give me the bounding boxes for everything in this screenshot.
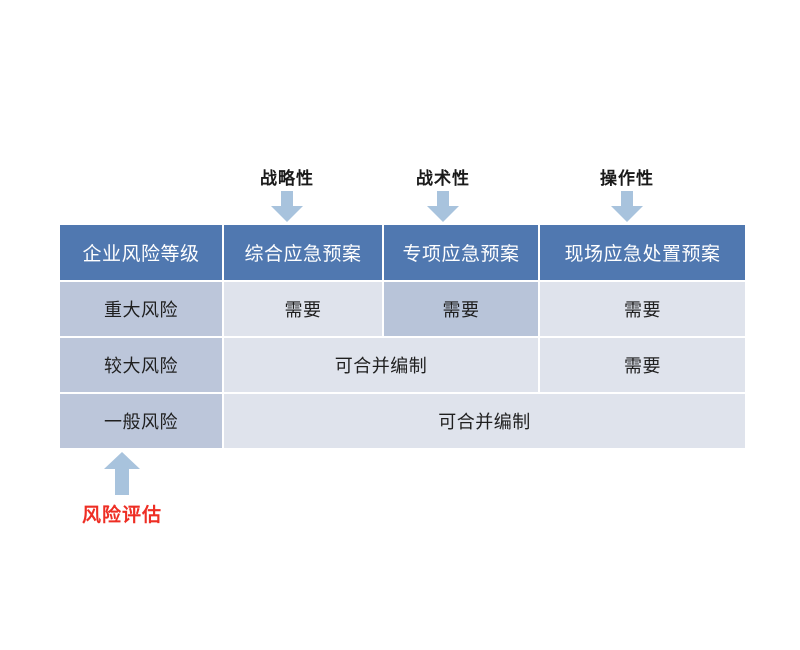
- row-header-general-risk: 一般风险: [60, 394, 222, 448]
- row-header-major-risk: 重大风险: [60, 282, 222, 336]
- cell-major-special: 需要: [384, 282, 538, 336]
- table-row: 较大风险 可合并编制 需要: [60, 338, 745, 392]
- arrow-down-tactical-icon: [426, 191, 460, 223]
- column-header-onsite-plan: 现场应急处置预案: [540, 225, 745, 280]
- top-label-strategic: 战略性: [260, 169, 314, 189]
- cell-large-merged-plan: 可合并编制: [224, 338, 538, 392]
- bottom-label-risk-assessment: 风险评估: [81, 504, 163, 526]
- row-header-large-risk: 较大风险: [60, 338, 222, 392]
- top-label-operational: 操作性: [600, 169, 654, 189]
- table-header-row: 企业风险等级 综合应急预案 专项应急预案 现场应急处置预案: [60, 225, 745, 280]
- arrow-down-strategic-icon: [270, 191, 304, 223]
- cell-major-comprehensive: 需要: [224, 282, 382, 336]
- cell-major-onsite: 需要: [540, 282, 745, 336]
- risk-emergency-plan-matrix: 企业风险等级 综合应急预案 专项应急预案 现场应急处置预案 重大风险 需要 需要…: [58, 223, 747, 450]
- column-header-special-plan: 专项应急预案: [384, 225, 538, 280]
- arrow-up-risk-assessment-icon: [103, 452, 141, 496]
- cell-general-merged-plan: 可合并编制: [224, 394, 745, 448]
- table-row: 一般风险 可合并编制: [60, 394, 745, 448]
- table-row: 重大风险 需要 需要 需要: [60, 282, 745, 336]
- cell-large-onsite: 需要: [540, 338, 745, 392]
- arrow-down-operational-icon: [610, 191, 644, 223]
- column-header-comprehensive-plan: 综合应急预案: [224, 225, 382, 280]
- column-header-risk-level: 企业风险等级: [60, 225, 222, 280]
- top-label-tactical: 战术性: [416, 169, 470, 189]
